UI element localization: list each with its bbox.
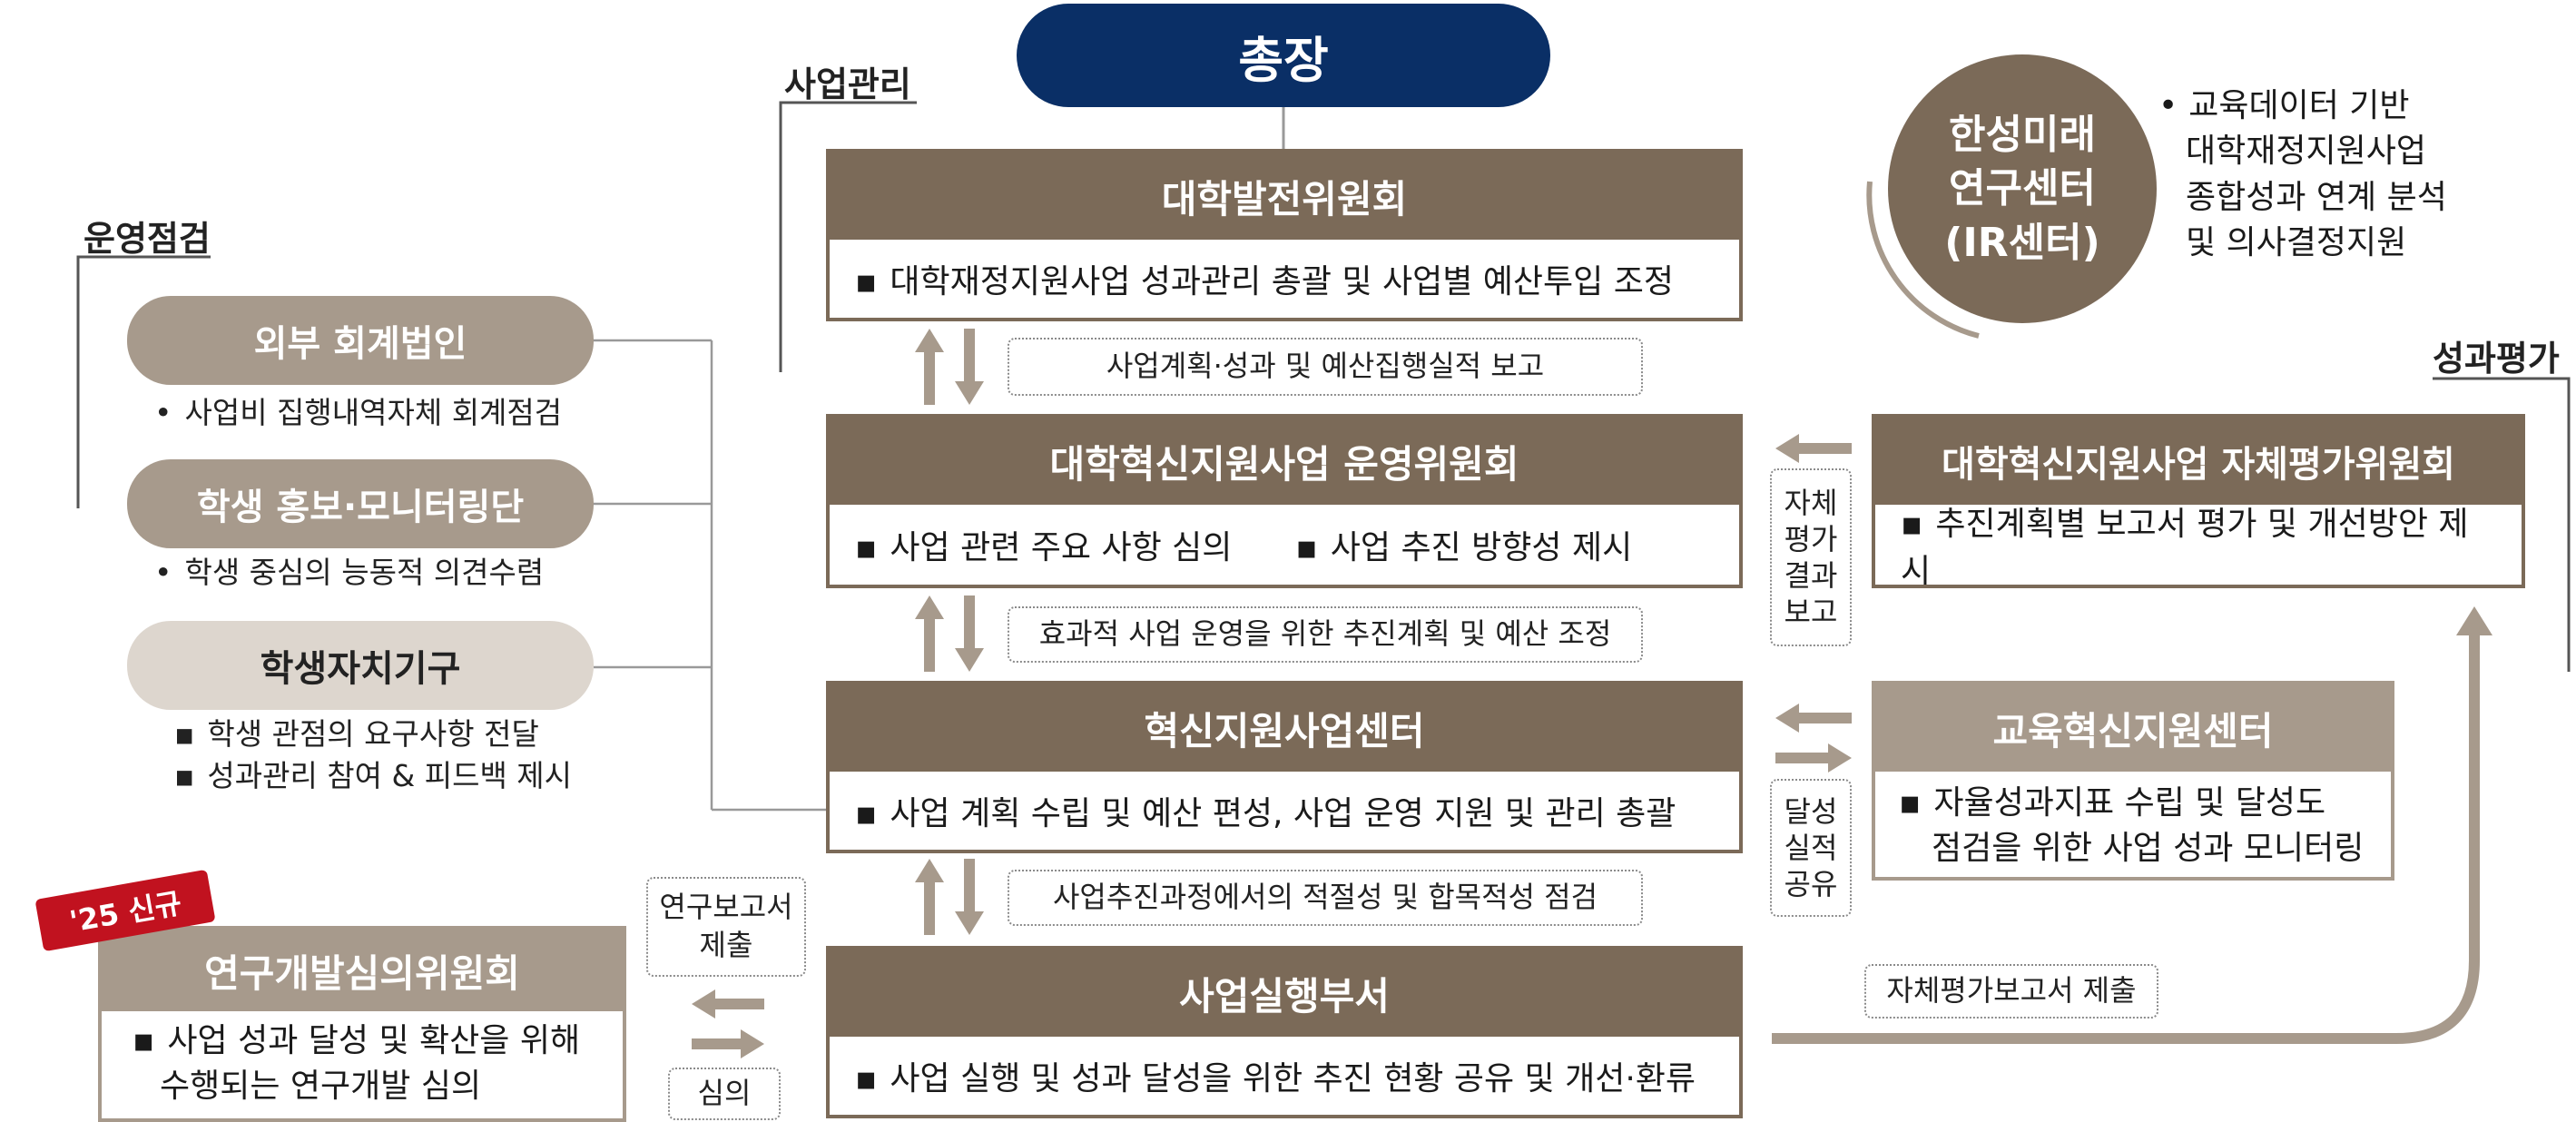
rnd-review-item-1: 사업 성과 달성 및 확산을 위해 — [133, 1019, 599, 1064]
ir-center-desc: •교육데이터 기반 대학재정지원사업 종합성과 연계 분석 및 의사결정지원 — [2158, 84, 2447, 267]
up-down-arrows — [915, 329, 984, 935]
execution-dept-title: 사업실행부서 — [830, 950, 1739, 1037]
flow-label-dev-steering: 사업계획·성과 및 예산집행실적 보고 — [1008, 338, 1643, 396]
flow-label-self-eval-report: 자체 평가 결과 보고 — [1770, 468, 1852, 646]
flow-label-center-execution: 사업추진과정에서의 적절성 및 합목적성 점검 — [1008, 870, 1643, 926]
innovation-center-title: 혁신지원사업센터 — [830, 684, 1739, 772]
self-eval-report-2: 평가 — [1784, 522, 1838, 556]
student-monitoring-pill: 학생 홍보·모니터링단 — [127, 459, 594, 548]
president-node: 총장 — [1017, 4, 1550, 107]
execution-dept-item: 사업 실행 및 성과 달성을 위한 추진 현황 공유 및 개선·환류 — [855, 1052, 1696, 1099]
ir-desc-1: 교육데이터 기반 — [2188, 87, 2410, 124]
rnd-review-item-2: 수행되는 연구개발 심의 — [160, 1068, 482, 1106]
research-report-line-1: 연구보고서 — [659, 890, 793, 925]
execution-dept: 사업실행부서 사업 실행 및 성과 달성을 위한 추진 현황 공유 및 개선·환… — [826, 946, 1743, 1118]
edu-innovation-center-title: 교육혁신지원센터 — [1875, 684, 2391, 772]
ir-desc-3: 종합성과 연계 분석 — [2186, 178, 2447, 216]
flow-label-self-eval-submit: 자체평가보고서 제출 — [1864, 964, 2158, 1019]
steering-committee-title: 대학혁신지원사업 운영위원회 — [830, 418, 1739, 505]
development-committee: 대학발전위원회 대학재정지원사업 성과관리 총괄 및 사업별 예산투입 조정 — [826, 149, 1743, 321]
steering-committee-item-1: 사업 관련 주요 사항 심의 — [855, 521, 1232, 568]
innovation-center-item: 사업 계획 수립 및 예산 편성, 사업 운영 지원 및 관리 총괄 — [855, 787, 1676, 834]
external-accounting-note: 사업비 집행내역자체 회계점검 — [154, 389, 562, 432]
ir-desc-2: 대학재정지원사업 — [2186, 133, 2426, 171]
rnd-review-committee: 연구개발심의위원회 사업 성과 달성 및 확산을 위해 수행되는 연구개발 심의 — [98, 926, 626, 1122]
rnd-review-committee-title: 연구개발심의위원회 — [102, 930, 623, 1011]
flow-label-review: 심의 — [668, 1068, 781, 1120]
ir-desc-4: 및 의사결정지원 — [2186, 224, 2407, 262]
ir-center-circle: 한성미래 연구센터 (IR센터) — [1888, 54, 2157, 323]
student-monitoring-note: 학생 중심의 능동적 의견수렴 — [154, 548, 544, 592]
self-eval-report-1: 자체 — [1784, 486, 1838, 520]
horizontal-arrows — [692, 434, 1852, 1058]
ir-center-line-1: 한성미래 — [1949, 111, 2096, 158]
innovation-center: 혁신지원사업센터 사업 계획 수립 및 예산 편성, 사업 운영 지원 및 관리… — [826, 681, 1743, 853]
steering-committee-item-2: 사업 추진 방향성 제시 — [1295, 521, 1632, 568]
flow-label-steering-center: 효과적 사업 운영을 위한 추진계획 및 예산 조정 — [1008, 606, 1643, 663]
achievement-share-1: 달성 — [1784, 794, 1838, 829]
external-accounting-pill: 외부 회계법인 — [127, 296, 594, 385]
student-council-pill: 학생자치기구 — [127, 621, 594, 710]
self-eval-report-4: 보고 — [1784, 595, 1838, 629]
development-committee-title: 대학발전위원회 — [830, 153, 1739, 240]
ir-center-line-2: 연구센터 — [1949, 165, 2096, 212]
student-council-note-1: 학생 관점의 요구사항 전달 — [174, 710, 538, 753]
self-eval-committee: 대학혁신지원사업 자체평가위원회 추진계획별 보고서 평가 및 개선방안 제시 — [1872, 414, 2525, 590]
edu-center-item-1: 자율성과지표 수립 및 달성도 — [1899, 781, 2373, 826]
self-eval-committee-title: 대학혁신지원사업 자체평가위원회 — [1875, 418, 2522, 505]
self-eval-committee-item: 추진계획별 보고서 평가 및 개선방안 제시 — [1901, 497, 2496, 592]
student-council-note-2: 성과관리 참여 & 피드백 제시 — [174, 752, 572, 795]
achievement-share-3: 공유 — [1784, 867, 1838, 901]
achievement-share-2: 실적 — [1784, 831, 1838, 865]
development-committee-item: 대학재정지원사업 성과관리 총괄 및 사업별 예산투입 조정 — [855, 255, 1674, 302]
edu-center-item-2: 점검을 위한 사업 성과 모니터링 — [1932, 830, 2365, 868]
section-title-operation-check: 운영점검 — [84, 219, 211, 259]
flow-label-research-report: 연구보고서 제출 — [646, 877, 806, 977]
ir-center-line-3: (IR센터) — [1944, 219, 2100, 266]
steering-committee: 대학혁신지원사업 운영위원회 사업 관련 주요 사항 심의 사업 추진 방향성 … — [826, 414, 1743, 588]
section-title-performance-eval: 성과평가 — [2433, 339, 2560, 379]
self-eval-report-3: 결과 — [1784, 558, 1838, 593]
research-report-line-2: 제출 — [699, 928, 753, 962]
section-title-project-management: 사업관리 — [784, 64, 911, 104]
edu-innovation-center: 교육혁신지원센터 자율성과지표 수립 및 달성도 점검을 위한 사업 성과 모니… — [1872, 681, 2394, 881]
flow-label-achievement-share: 달성 실적 공유 — [1770, 779, 1852, 917]
